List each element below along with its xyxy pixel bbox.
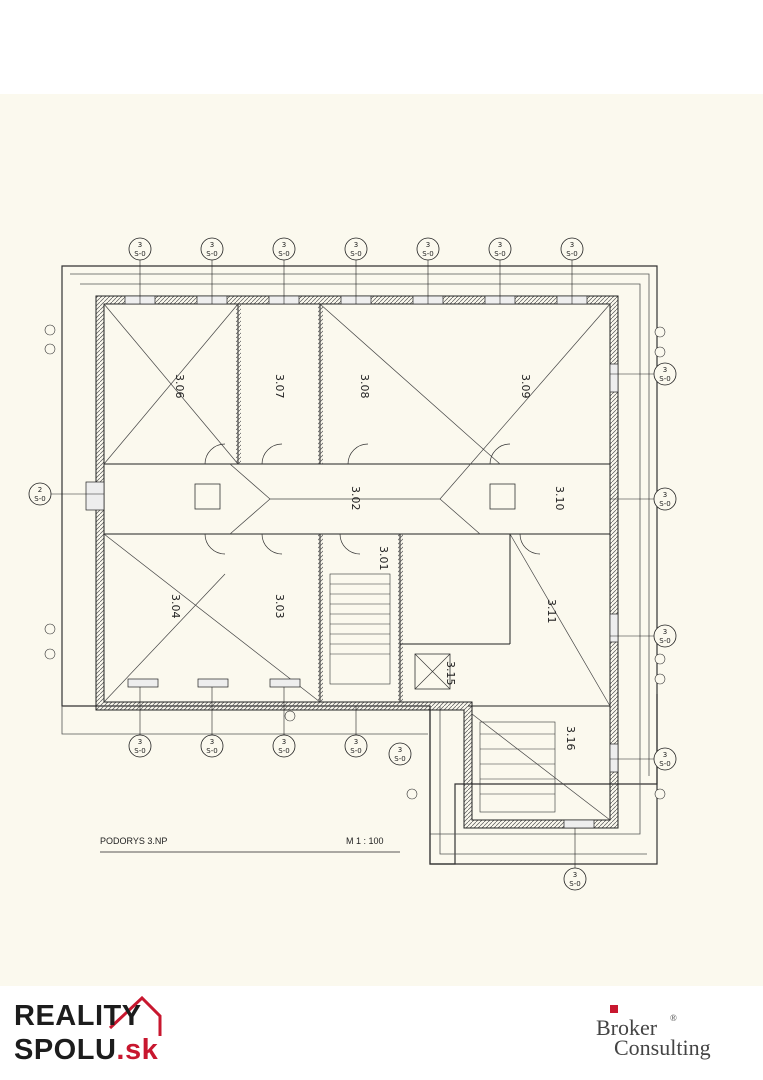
svg-text:3: 3 [354, 738, 358, 746]
svg-text:S-0: S-0 [34, 495, 45, 503]
svg-text:3: 3 [282, 738, 286, 746]
scale-caption: M 1 : 100 [346, 836, 384, 846]
broker-consulting-logo: Broker ® Consulting [590, 1005, 750, 1067]
room-label: 3.11 [545, 599, 558, 624]
exterior-wall [96, 296, 618, 828]
svg-text:3: 3 [398, 746, 402, 754]
svg-text:S-0: S-0 [659, 375, 670, 383]
room-label: 3.08 [358, 374, 371, 399]
svg-text:3: 3 [210, 241, 214, 249]
footer [0, 986, 763, 1080]
svg-text:3: 3 [138, 241, 142, 249]
staircase [329, 573, 556, 813]
svg-text:S-0: S-0 [566, 250, 577, 258]
svg-text:S-0: S-0 [206, 747, 217, 755]
logo-line-1: REALITY [14, 1000, 142, 1032]
logo-word: SPOLU [14, 1034, 117, 1066]
room-label: 3.04 [169, 594, 182, 619]
svg-text:3: 3 [663, 491, 667, 499]
svg-text:3: 3 [498, 241, 502, 249]
svg-text:2: 2 [38, 486, 42, 494]
svg-text:3: 3 [663, 628, 667, 636]
svg-text:S-0: S-0 [134, 747, 145, 755]
svg-text:3: 3 [282, 241, 286, 249]
svg-text:3: 3 [663, 366, 667, 374]
svg-text:3: 3 [663, 751, 667, 759]
svg-text:S-0: S-0 [134, 250, 145, 258]
reality-spolu-logo: REALITY SPOLU.sk [14, 996, 184, 1068]
svg-text:S-0: S-0 [422, 250, 433, 258]
wing-outline [429, 694, 658, 865]
svg-text:S-0: S-0 [494, 250, 505, 258]
room-label: 3.01 [377, 546, 390, 571]
svg-text:S-0: S-0 [659, 637, 670, 645]
room-label: 3.07 [273, 374, 286, 399]
svg-text:S-0: S-0 [278, 250, 289, 258]
logo-word-consulting: Consulting [614, 1035, 711, 1060]
logo-word-broker: Broker [596, 1015, 658, 1040]
room-label: 3.02 [349, 486, 362, 511]
drawing-sheet [0, 94, 763, 986]
svg-text:S-0: S-0 [569, 880, 580, 888]
svg-text:3: 3 [354, 241, 358, 249]
room-label: 3.10 [553, 486, 566, 511]
svg-text:S-0: S-0 [394, 755, 405, 763]
room-label: 3.16 [564, 726, 577, 751]
roof-outline [61, 265, 658, 865]
svg-text:3: 3 [138, 738, 142, 746]
svg-text:S-0: S-0 [659, 500, 670, 508]
logo-suffix: .sk [116, 1034, 159, 1066]
room-label: 3.06 [173, 374, 186, 399]
svg-text:S-0: S-0 [206, 250, 217, 258]
plan-caption: PODORYS 3.NP [100, 836, 167, 846]
svg-text:3: 3 [570, 241, 574, 249]
logo-reg-mark: ® [670, 1013, 677, 1023]
svg-text:3: 3 [573, 871, 577, 879]
svg-text:S-0: S-0 [350, 250, 361, 258]
room-label: 3.09 [519, 374, 532, 399]
svg-text:S-0: S-0 [278, 747, 289, 755]
svg-text:S-0: S-0 [659, 760, 670, 768]
brand-square-icon [610, 1005, 618, 1013]
floor-plan: 3S-0 3S-0 3S-0 3S-0 3S-0 3S-0 3S-0 3S-0 … [28, 237, 677, 891]
logo-line-2: SPOLU.sk [14, 1034, 158, 1067]
roof-icon [108, 996, 162, 1036]
svg-text:3: 3 [426, 241, 430, 249]
svg-text:S-0: S-0 [350, 747, 361, 755]
svg-text:3: 3 [210, 738, 214, 746]
room-label: 3.03 [273, 594, 286, 619]
room-label: 3.15 [444, 661, 457, 686]
